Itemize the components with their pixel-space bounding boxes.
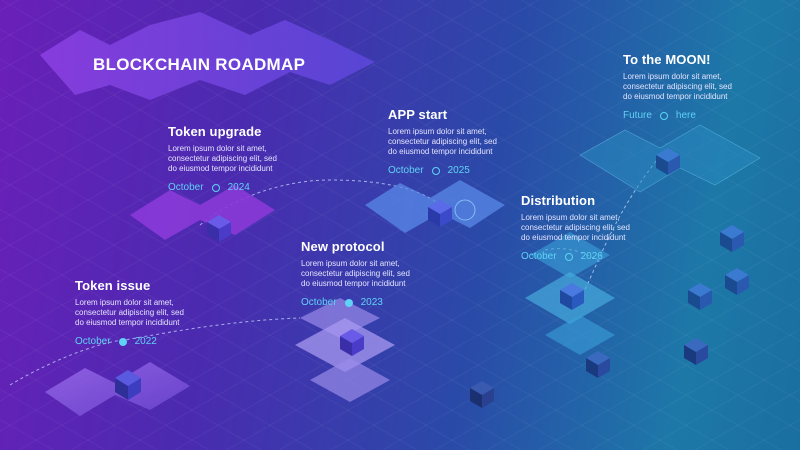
- timeline-dot-icon: [344, 298, 353, 307]
- milestone-description: Lorem ipsum dolor sit amet, consectetur …: [623, 72, 732, 101]
- milestone-new-protocol: New protocol Lorem ipsum dolor sit amet,…: [301, 239, 410, 308]
- milestone-title: Token issue: [75, 278, 151, 293]
- timeline-ring-icon: [431, 166, 440, 175]
- milestone-description: Lorem ipsum dolor sit amet, consectetur …: [301, 259, 410, 288]
- page-title: BLOCKCHAIN ROADMAP: [93, 55, 306, 74]
- platform-moon: [579, 124, 761, 193]
- milestone-title: To the MOON!: [623, 52, 711, 67]
- milestone-title: Token upgrade: [168, 124, 262, 139]
- milestone-description: Lorem ipsum dolor sit amet, consectetur …: [75, 298, 184, 327]
- date-year: 2025: [447, 165, 470, 176]
- title-banner-shape: [40, 12, 375, 100]
- date-year: 2026: [580, 251, 603, 262]
- timeline-dot-icon: [118, 337, 127, 346]
- date-year: 2024: [227, 182, 250, 193]
- milestone-date: October 2025: [388, 165, 497, 176]
- timeline-ring-icon: [659, 111, 668, 120]
- milestone-date: October 2026: [521, 251, 630, 262]
- milestone-description: Lorem ipsum dolor sit amet, consectetur …: [168, 144, 277, 173]
- milestone-description: Lorem ipsum dolor sit amet, consectetur …: [521, 213, 630, 242]
- decorative-cubes: [470, 225, 749, 408]
- platform-token-issue: [45, 362, 190, 416]
- date-month: Future: [623, 110, 652, 121]
- date-month: October: [168, 182, 204, 193]
- milestone-title: Distribution: [521, 193, 596, 208]
- milestone-token-upgrade: Token upgrade Lorem ipsum dolor sit amet…: [168, 124, 277, 193]
- milestone-title: New protocol: [301, 239, 385, 254]
- date-year: here: [675, 110, 696, 121]
- milestone-description: Lorem ipsum dolor sit amet, consectetur …: [388, 127, 497, 156]
- milestone-date: October 2024: [168, 182, 277, 193]
- milestone-date: Future here: [623, 110, 732, 121]
- date-month: October: [75, 336, 111, 347]
- date-year: 2023: [360, 297, 383, 308]
- timeline-ring-icon: [564, 252, 573, 261]
- milestone-date: October 2023: [301, 297, 410, 308]
- milestone-app-start: APP start Lorem ipsum dolor sit amet, co…: [388, 107, 497, 176]
- milestone-to-the-moon: To the MOON! Lorem ipsum dolor sit amet,…: [623, 52, 732, 121]
- timeline-ring-icon: [211, 183, 220, 192]
- date-month: October: [301, 297, 337, 308]
- platform-token-upgrade: [130, 185, 275, 242]
- date-month: October: [521, 251, 557, 262]
- route-dashed-line: [9, 149, 666, 386]
- milestone-token-issue: Token issue Lorem ipsum dolor sit amet, …: [75, 278, 184, 347]
- date-year: 2022: [134, 336, 157, 347]
- platform-app-start: [365, 180, 505, 233]
- platform-new-protocol: [295, 298, 395, 402]
- milestone-title: APP start: [388, 107, 448, 122]
- milestone-distribution: Distribution Lorem ipsum dolor sit amet,…: [521, 193, 630, 262]
- date-month: October: [388, 165, 424, 176]
- milestone-date: October 2022: [75, 336, 184, 347]
